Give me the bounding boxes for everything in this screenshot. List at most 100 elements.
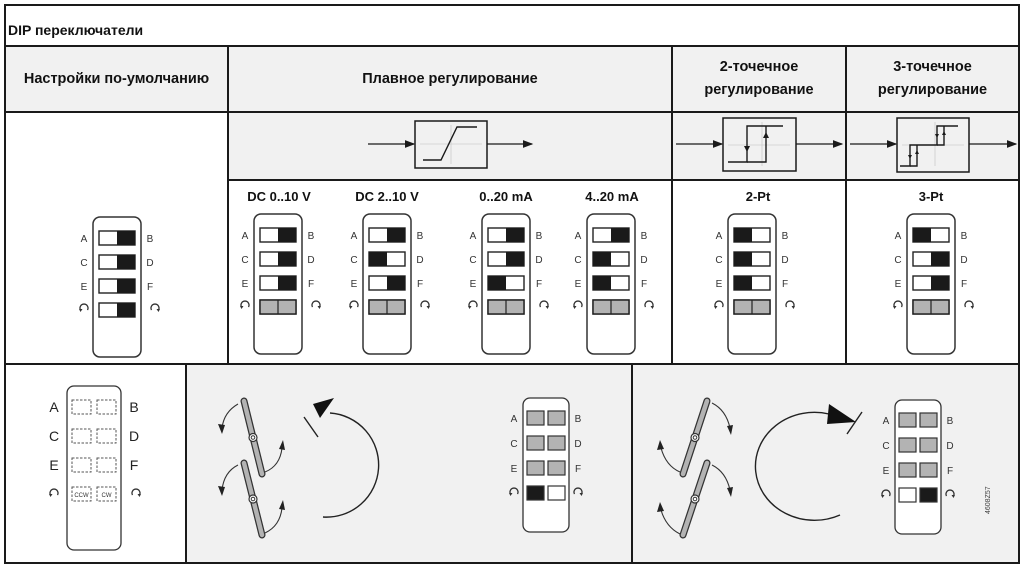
rotate-ccw-icon: [79, 303, 89, 311]
switch-label-d: D: [307, 255, 314, 266]
switch-label-e: E: [351, 279, 358, 290]
header-continuous: Плавное регулирование: [229, 47, 671, 111]
dip-switch-ef[interactable]: [98, 278, 136, 294]
switch-label-c: C: [80, 258, 87, 269]
switch-label-f: F: [147, 282, 153, 293]
label-d: D: [574, 439, 581, 450]
label-e: E: [511, 464, 518, 475]
dip-switch-ab[interactable]: [259, 227, 297, 243]
dip-switch-cd[interactable]: [912, 251, 950, 267]
dip-switch-ef[interactable]: [592, 275, 630, 291]
label-d: D: [946, 441, 953, 452]
dip-switch-ab[interactable]: [368, 227, 406, 243]
ccw-rotation-arrow-icon: [303, 398, 380, 518]
switch-label-b: B: [417, 231, 424, 242]
table-border-left: [4, 4, 6, 564]
switch-label-b: B: [961, 231, 968, 242]
switch-cell[interactable]: [898, 487, 917, 503]
dip-switch-ef[interactable]: [259, 275, 297, 291]
dashed-switch-slot: [71, 486, 92, 502]
dashed-switch-slot: [71, 399, 92, 415]
table-border-header: [4, 111, 1020, 113]
switch-cell[interactable]: [547, 435, 566, 451]
dip-switch-cd[interactable]: [98, 254, 136, 270]
rotate-ccw-icon: [349, 300, 359, 308]
switch-cell[interactable]: [526, 460, 545, 476]
switch-cell[interactable]: [547, 485, 566, 501]
switch-label-a: A: [716, 231, 723, 242]
dip-switch-ef[interactable]: [487, 275, 525, 291]
dip-switch-cd[interactable]: [487, 251, 525, 267]
label-f: F: [575, 464, 581, 475]
dip-switch-ab[interactable]: [592, 227, 630, 243]
switch-label-c: C: [469, 255, 476, 266]
dip-switch-rotation[interactable]: [733, 299, 771, 315]
rotate-cw-icon: [785, 300, 795, 308]
switch-label-d: D: [416, 255, 423, 266]
dip-switch-rotation[interactable]: [487, 299, 525, 315]
table-border-diagram: [228, 179, 1020, 181]
switch-cell[interactable]: [547, 410, 566, 426]
rotate-ccw-icon: [714, 300, 724, 308]
switch-label-c: C: [715, 255, 722, 266]
dip-switch-rotation[interactable]: [98, 302, 136, 318]
dip-switch-cd[interactable]: [368, 251, 406, 267]
dip-switch-rotation[interactable]: [368, 299, 406, 315]
dip-switch-ab[interactable]: [98, 230, 136, 246]
switch-cell[interactable]: [547, 460, 566, 476]
rotate-ccw-icon: [468, 300, 478, 308]
dip-switch-ab[interactable]: [912, 227, 950, 243]
dip-switch-ef[interactable]: [368, 275, 406, 291]
switch-cell[interactable]: [919, 462, 938, 478]
switch-label-e: E: [81, 282, 88, 293]
dip-switch-rotation[interactable]: [592, 299, 630, 315]
switch-label-d: D: [146, 258, 153, 269]
header-default-settings: Настройки по-умолчанию: [6, 47, 227, 111]
switch-cell[interactable]: [898, 437, 917, 453]
dip-switch-rotation[interactable]: [912, 299, 950, 315]
switch-cell[interactable]: [526, 485, 545, 501]
switch-label-c: C: [574, 255, 581, 266]
switch-cell[interactable]: [919, 437, 938, 453]
ccw-lever-illustration: [218, 397, 285, 539]
dashed-switch-slot: [71, 428, 92, 444]
two-point-characteristic-diagram: [676, 117, 844, 172]
dip-switch-rotation[interactable]: [259, 299, 297, 315]
rotate-ccw-icon: [240, 300, 250, 308]
switch-cell[interactable]: [919, 412, 938, 428]
dip-switch-ef[interactable]: [912, 275, 950, 291]
dip-switch-ef[interactable]: [733, 275, 771, 291]
switch-cell[interactable]: [526, 435, 545, 451]
switch-label-b: B: [782, 231, 789, 242]
table-border-title: [4, 45, 1020, 47]
dip-switch-ab[interactable]: [487, 227, 525, 243]
rotate-ccw-icon: [49, 488, 59, 496]
blank-label-b: B: [129, 399, 138, 415]
table-border-dip: [4, 363, 1020, 365]
rotate-cw-icon: [150, 303, 160, 311]
label-a: A: [883, 416, 890, 427]
rotate-cw-icon: [644, 300, 654, 308]
label-f: F: [947, 466, 953, 477]
rotate-cw-icon: [420, 300, 430, 308]
continuous-characteristic-diagram: [368, 120, 534, 169]
switch-cell[interactable]: [898, 412, 917, 428]
rotate-cw-icon: [131, 488, 141, 496]
dip-switch-cd[interactable]: [733, 251, 771, 267]
rotate-cw-icon: [311, 300, 321, 308]
dip-switch-cd[interactable]: [259, 251, 297, 267]
blank-label-f: F: [130, 457, 139, 473]
header-three-point: 3-точечное регулирование: [847, 47, 1018, 111]
label-b: B: [575, 414, 582, 425]
dip-switch-ab[interactable]: [733, 227, 771, 243]
switch-cell[interactable]: [898, 462, 917, 478]
dip-switch-cd[interactable]: [592, 251, 630, 267]
switch-label-d: D: [960, 255, 967, 266]
switch-cell[interactable]: [526, 410, 545, 426]
switch-cell[interactable]: [919, 487, 938, 503]
